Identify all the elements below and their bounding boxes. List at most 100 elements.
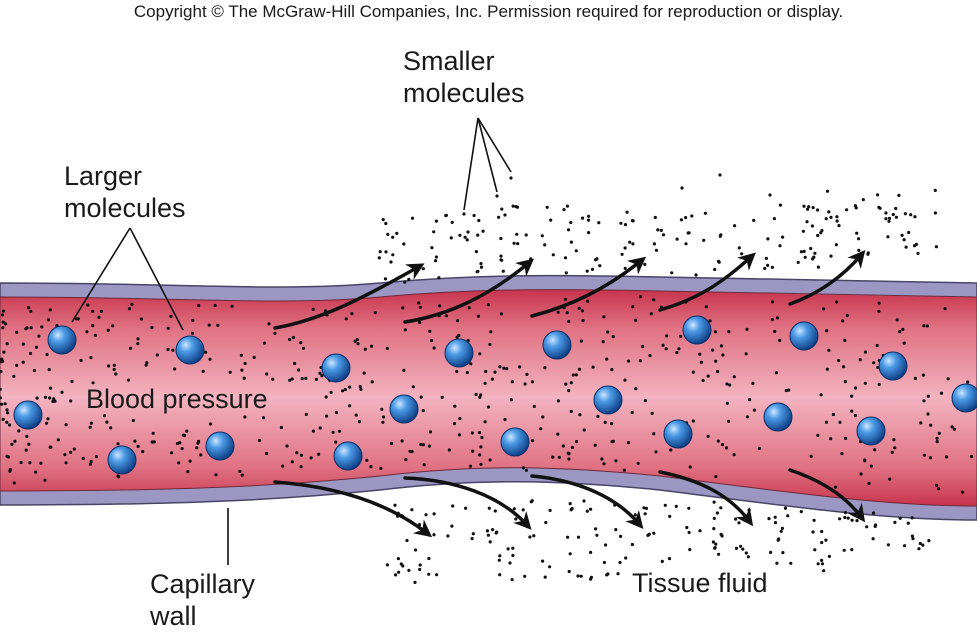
- small-molecule-dot: [486, 303, 490, 307]
- small-molecule-dot: [841, 319, 845, 323]
- small-molecule-dot: [775, 561, 779, 565]
- small-molecule-dot: [833, 485, 838, 489]
- small-molecule-dot: [505, 367, 509, 371]
- small-molecule-dot: [214, 473, 218, 477]
- small-molecule-dot: [93, 333, 97, 337]
- small-molecule-dot: [816, 433, 820, 437]
- small-molecule-dot: [106, 328, 110, 332]
- small-molecule-dot: [894, 206, 898, 211]
- small-molecule-dot: [178, 441, 182, 445]
- small-molecule-dot: [595, 533, 599, 537]
- small-molecule-dot: [471, 532, 475, 536]
- small-molecule-dot: [493, 509, 497, 513]
- small-molecule-dot: [711, 540, 716, 544]
- small-molecule-dot: [151, 431, 155, 435]
- small-molecule-dot: [166, 347, 170, 352]
- small-molecule-dot: [789, 561, 793, 565]
- small-molecule-dot: [926, 394, 930, 398]
- large-molecule-sphere: [663, 419, 693, 449]
- small-molecule-dot: [806, 207, 810, 211]
- small-molecule-dot: [447, 448, 451, 452]
- small-molecule-dot: [812, 255, 816, 259]
- small-molecule-dot: [641, 344, 645, 349]
- small-molecule-dot: [734, 517, 738, 521]
- small-molecule-dot: [5, 420, 9, 424]
- leader-line-smaller-2: [477, 117, 498, 193]
- filtration-arrow: [530, 256, 647, 318]
- small-molecule-dot: [840, 452, 844, 456]
- large-molecule-sphere: [856, 416, 886, 446]
- label-larger-molecules: Larger molecules: [64, 160, 186, 224]
- small-molecule-dot: [786, 514, 790, 518]
- small-molecule-dot: [744, 551, 748, 555]
- small-molecule-dot: [427, 572, 431, 576]
- small-molecule-dot: [577, 306, 581, 310]
- small-molecule-dot: [383, 277, 388, 281]
- small-molecule-dot: [389, 260, 393, 264]
- small-molecule-dot: [634, 387, 638, 391]
- small-molecule-dot: [719, 233, 723, 237]
- small-molecule-dot: [510, 380, 514, 384]
- small-molecule-dot: [432, 230, 436, 234]
- small-molecule-dot: [476, 233, 480, 237]
- small-molecule-dot: [939, 391, 944, 395]
- small-molecule-dot: [0, 387, 2, 391]
- label-capillary-wall: Capillary wall: [150, 568, 255, 632]
- small-molecule-dot: [626, 441, 631, 445]
- small-molecule-dot: [518, 365, 522, 369]
- small-molecule-dot: [506, 547, 510, 551]
- small-molecule-dot: [778, 338, 782, 342]
- small-molecule-dot: [581, 216, 585, 220]
- small-molecule-dot: [24, 327, 28, 331]
- small-molecule-dot: [486, 405, 491, 409]
- small-molecule-dot: [922, 324, 926, 328]
- small-molecule-dot: [291, 335, 296, 340]
- small-molecule-dot: [386, 232, 390, 236]
- small-molecule-dot: [497, 558, 501, 562]
- small-molecule-dot: [576, 535, 581, 539]
- small-molecule-dot: [48, 396, 52, 400]
- small-molecule-dot: [574, 249, 578, 253]
- small-molecule-dot: [481, 229, 485, 233]
- small-molecule-dot: [708, 319, 712, 323]
- small-molecule-dot: [585, 509, 589, 513]
- small-molecule-dot: [819, 393, 823, 397]
- small-molecule-dot: [763, 266, 767, 271]
- small-molecule-dot: [273, 331, 277, 335]
- label-capillary-line2: wall: [150, 601, 197, 631]
- small-molecule-dot: [590, 267, 595, 271]
- small-molecule-dot: [724, 446, 729, 450]
- large-molecule-sphere: [593, 385, 623, 415]
- small-molecule-dot: [863, 350, 868, 354]
- small-molecule-dot: [822, 569, 826, 573]
- small-molecule-dot: [512, 241, 516, 245]
- small-molecule-dot: [450, 524, 454, 528]
- small-molecule-dot: [898, 330, 902, 334]
- leader-line-larger-right: [129, 227, 184, 331]
- small-molecule-dot: [747, 508, 751, 512]
- small-molecule-dot: [752, 218, 756, 222]
- small-molecule-dot: [114, 372, 118, 376]
- small-molecule-dot: [564, 382, 568, 386]
- small-molecule-dot: [688, 548, 692, 552]
- label-tissue-fluid: Tissue fluid: [632, 568, 768, 598]
- small-molecule-dot: [638, 359, 643, 363]
- small-molecule-dot: [356, 342, 360, 346]
- small-molecule-dot: [318, 426, 322, 430]
- small-molecule-dot: [399, 562, 403, 566]
- small-molecule-dot: [746, 555, 751, 559]
- small-molecule-dot: [69, 450, 73, 454]
- small-molecule-dot: [556, 432, 560, 436]
- small-molecule-dot: [563, 256, 568, 260]
- small-molecule-dot: [216, 323, 220, 327]
- small-molecule-dot: [421, 443, 425, 447]
- small-molecule-dot: [488, 458, 492, 462]
- small-molecule-dot: [900, 233, 904, 237]
- small-molecule-dot: [79, 358, 83, 363]
- label-smaller-line1: Smaller: [403, 46, 495, 76]
- small-molecule-dot: [530, 380, 535, 384]
- small-molecule-dot: [874, 523, 878, 527]
- small-molecule-dot: [845, 313, 849, 318]
- small-molecule-dot: [421, 267, 425, 271]
- small-molecule-dot: [712, 516, 716, 521]
